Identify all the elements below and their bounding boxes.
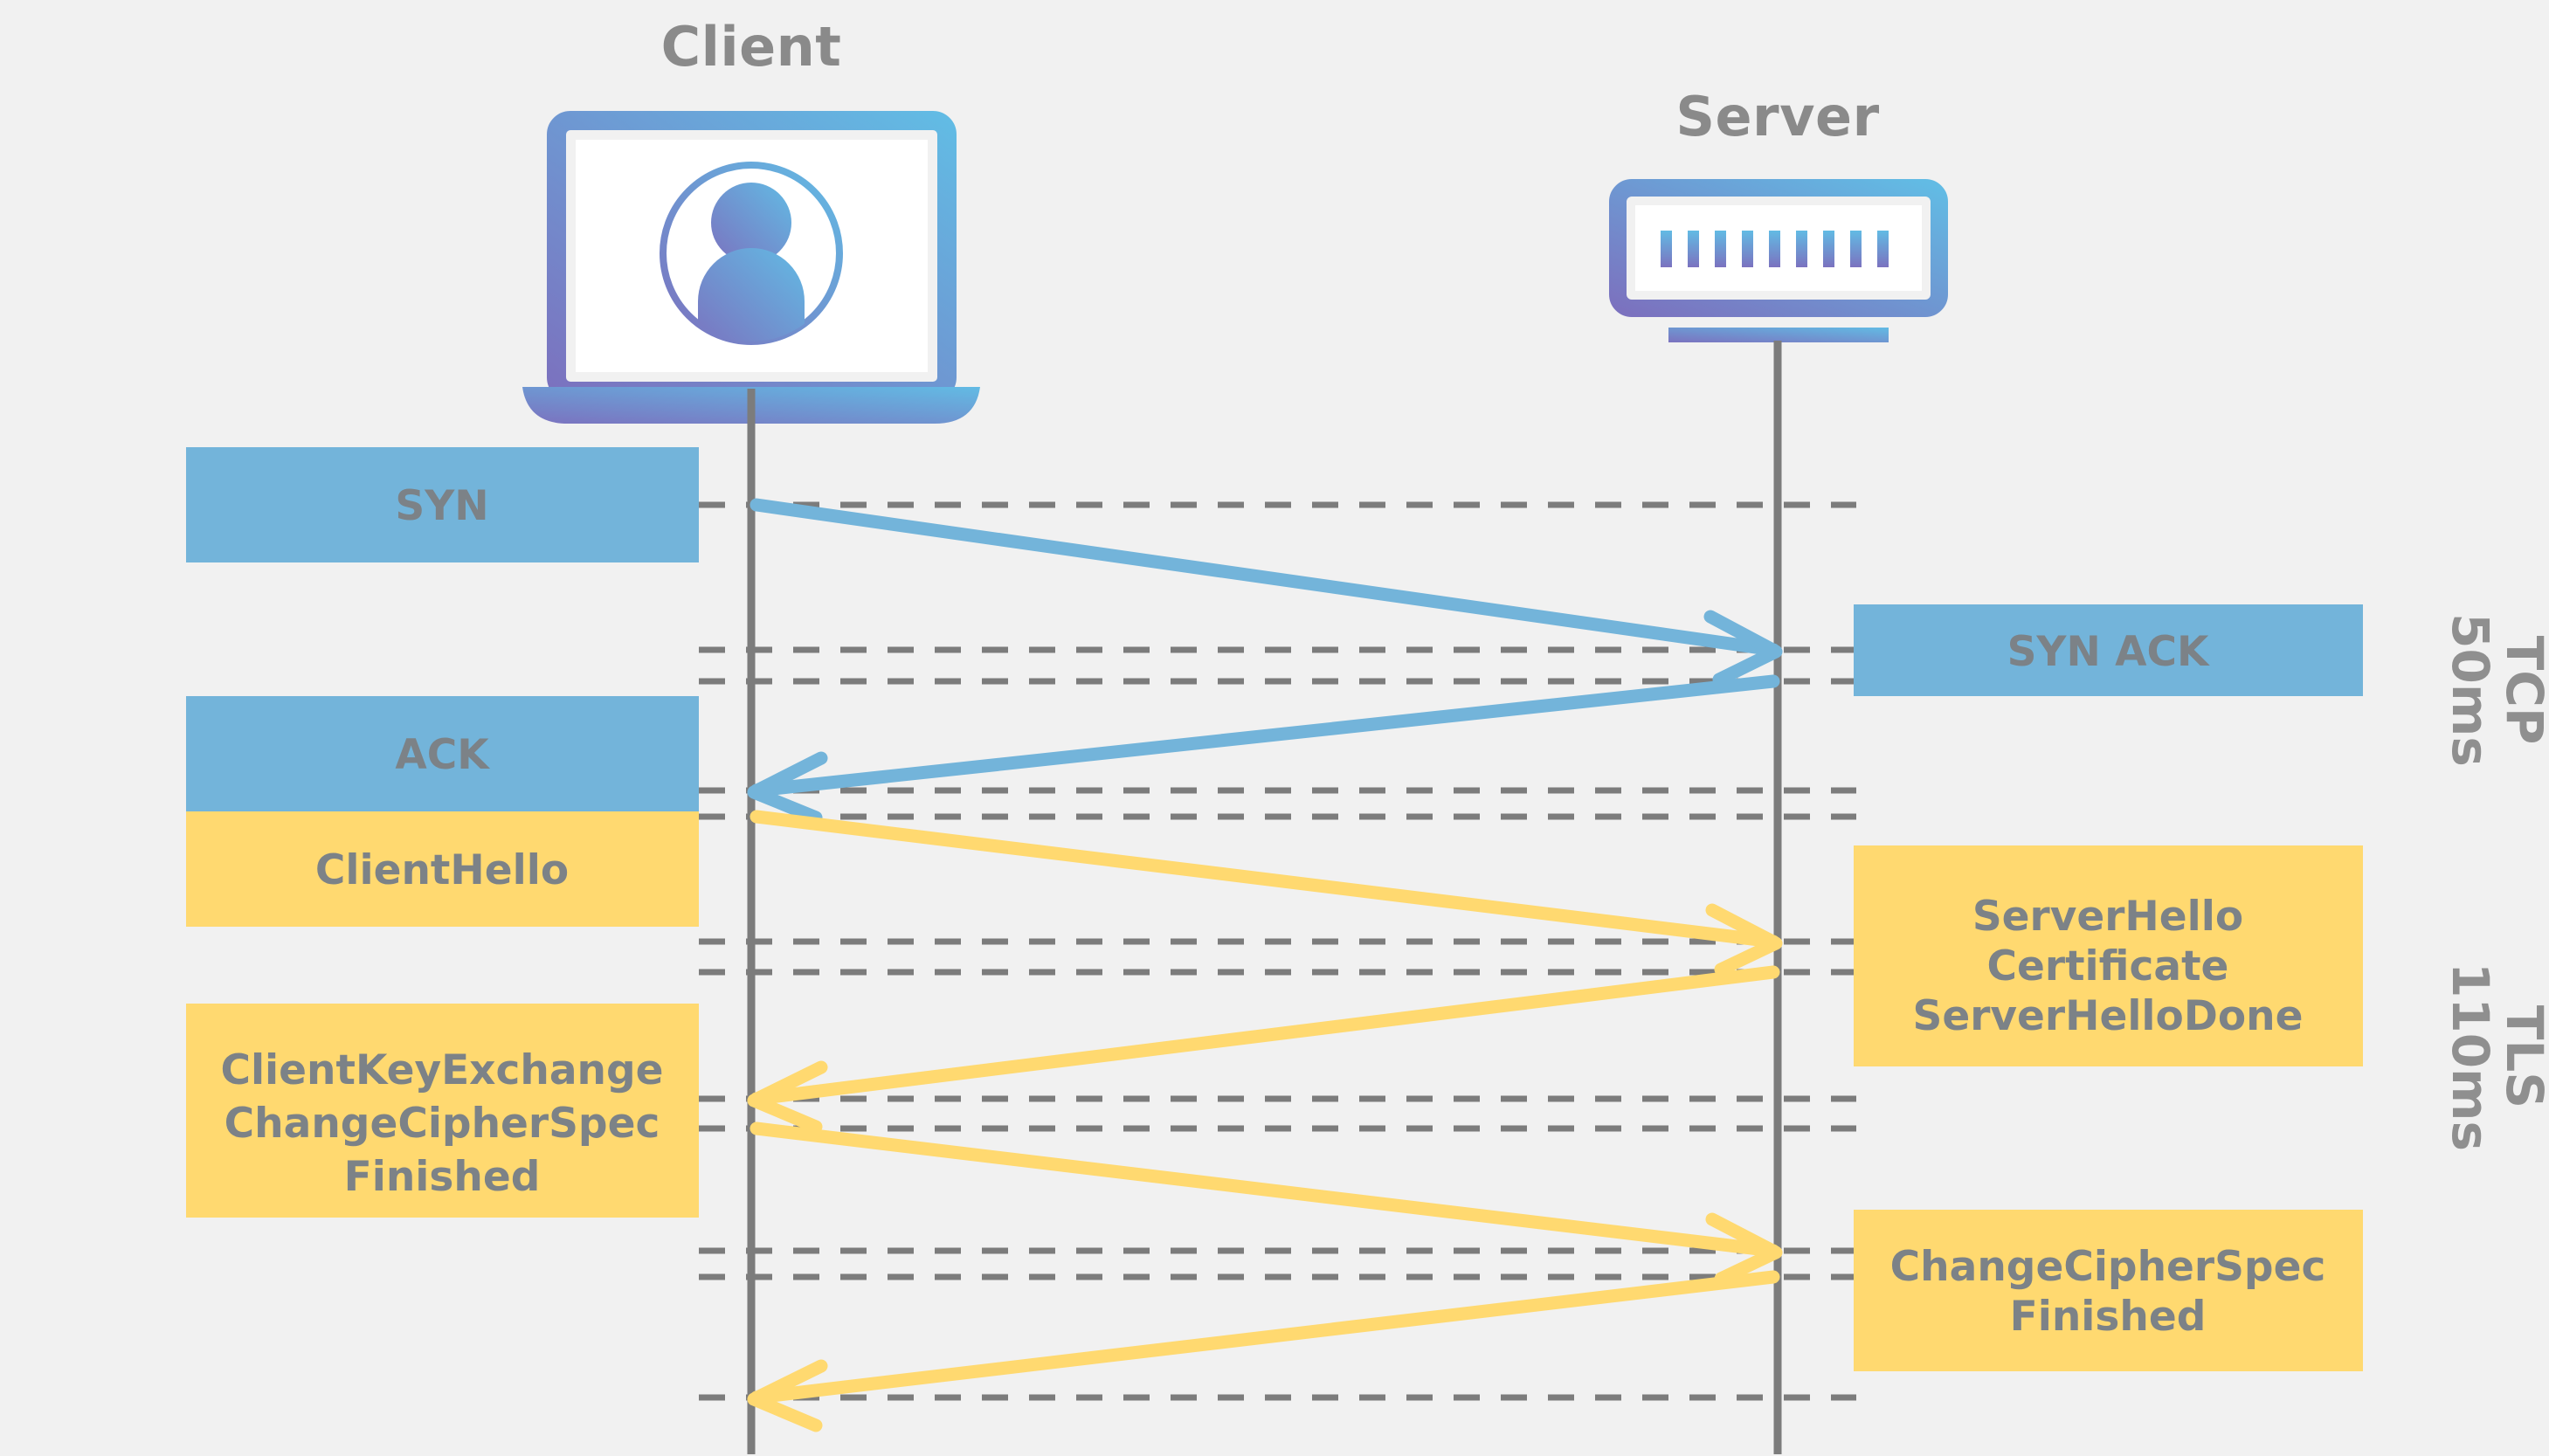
message-box-server-change-cipher-spec[interactable]: ChangeCipherSpec Finished — [1854, 1210, 2363, 1371]
phase-name: TCP — [2495, 636, 2549, 745]
message-label-line-2: Certificate — [1987, 942, 2229, 990]
arrow-server-change-cipher-spec — [747, 1270, 1780, 1432]
server-bars — [1661, 231, 1889, 267]
message-label-line-2: ChangeCipherSpec — [225, 1100, 660, 1148]
tick-lines — [699, 501, 1856, 1401]
message-box-ack[interactable]: ACK — [186, 696, 699, 811]
phase-duration: 110ms — [2441, 963, 2500, 1151]
phase-label-tls: TLS 110ms — [2441, 963, 2549, 1151]
message-label: SYN — [395, 482, 488, 530]
message-box-server-hello[interactable]: ServerHello Certificate ServerHelloDone — [1854, 845, 2363, 1066]
message-label-line-1: ServerHello — [1972, 893, 2243, 941]
message-label-line-1: ClientKeyExchange — [220, 1046, 663, 1094]
phase-label-tcp: TCP 50ms — [2441, 613, 2549, 767]
server-rack-icon — [1609, 179, 1948, 342]
arrow-syn-ack — [747, 674, 1780, 825]
client-title: Client — [661, 15, 842, 79]
arrow-client-key-exchange — [750, 1121, 1783, 1286]
server-stand-bar — [1668, 328, 1889, 342]
message-box-syn[interactable]: SYN — [186, 447, 699, 562]
message-label-line-2: Finished — [2010, 1293, 2207, 1341]
arrow-client-hello — [750, 810, 1783, 976]
message-label: ClientHello — [315, 846, 569, 894]
arrow-server-hello — [747, 965, 1780, 1134]
message-label-line-3: Finished — [344, 1153, 541, 1201]
message-box-client-hello[interactable]: ClientHello — [186, 811, 699, 927]
message-label-line-3: ServerHelloDone — [1913, 992, 2304, 1040]
phase-duration: 50ms — [2441, 613, 2500, 767]
arrow-syn — [750, 498, 1783, 687]
message-box-syn-ack[interactable]: SYN ACK — [1854, 604, 2363, 696]
message-label: SYN ACK — [2007, 628, 2210, 676]
laptop-user-icon — [522, 111, 980, 424]
message-box-client-key-exchange[interactable]: ClientKeyExchange ChangeCipherSpec Finis… — [186, 1004, 699, 1218]
server-title: Server — [1675, 85, 1879, 148]
phase-name: TLS — [2495, 1005, 2549, 1108]
message-label-line-1: ChangeCipherSpec — [1890, 1243, 2326, 1291]
message-label: ACK — [395, 731, 490, 779]
